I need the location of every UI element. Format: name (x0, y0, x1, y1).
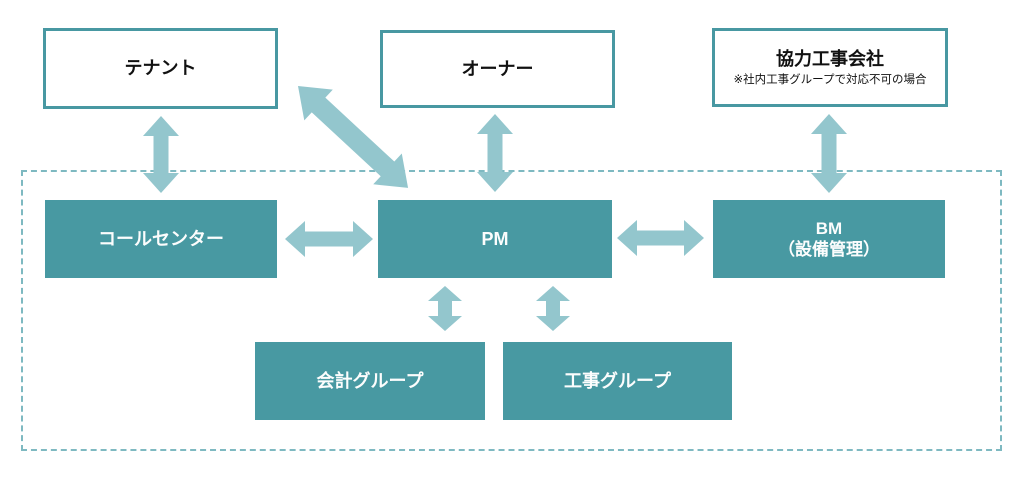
node-owner: オーナー (380, 30, 615, 108)
node-construction-group: 工事グループ (503, 342, 732, 420)
node-construction-label: 工事グループ (564, 370, 671, 391)
node-tenant: テナント (43, 28, 278, 109)
node-accounting-group: 会計グループ (255, 342, 485, 420)
node-partner-construction-company: 協力工事会社 ※社内工事グループで対応不可の場合 (712, 28, 948, 107)
node-bm-label: BM (815, 218, 843, 238)
node-pm-label: PM (481, 228, 509, 249)
node-tenant-label: テナント (124, 58, 197, 79)
node-call-center-label: コールセンター (98, 228, 224, 249)
node-bm-sublabel: （設備管理） (778, 240, 880, 259)
node-partner-label: 協力工事会社 (776, 49, 884, 70)
node-accounting-label: 会計グループ (316, 370, 424, 391)
node-bm: BM （設備管理） (713, 200, 945, 278)
node-call-center: コールセンター (45, 200, 277, 278)
node-pm: PM (378, 200, 612, 278)
node-owner-label: オーナー (461, 58, 534, 79)
node-partner-note: ※社内工事グループで対応不可の場合 (733, 73, 927, 86)
